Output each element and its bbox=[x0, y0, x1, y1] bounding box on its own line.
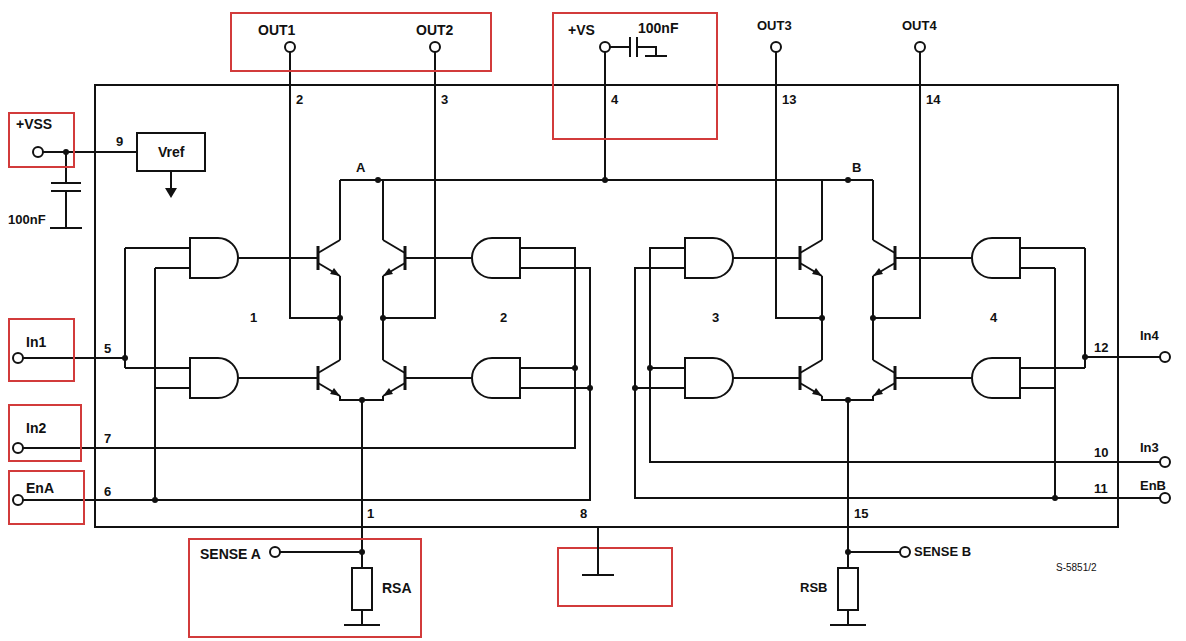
highlight-box: +VSS bbox=[8, 112, 75, 168]
pin-number: 4 bbox=[611, 92, 618, 107]
terminal-label: OUT1 bbox=[258, 22, 295, 38]
pin-number: 14 bbox=[926, 92, 940, 107]
pin-number: 7 bbox=[104, 431, 111, 446]
terminal bbox=[13, 42, 1170, 557]
pin-number: 13 bbox=[782, 92, 796, 107]
pin-number: 1 bbox=[250, 310, 257, 325]
junction-dot bbox=[63, 149, 1088, 555]
pin-number: 8 bbox=[580, 506, 587, 521]
highlight-box: In1 bbox=[8, 318, 75, 382]
resistor-symbol bbox=[352, 568, 858, 610]
signal-label: OUT3 bbox=[757, 18, 792, 33]
terminal-label: In1 bbox=[26, 334, 46, 350]
supply-wire bbox=[75, 151, 136, 153]
pin-number: 3 bbox=[712, 310, 719, 325]
pin-number: 12 bbox=[1094, 340, 1108, 355]
terminal-label: In2 bbox=[26, 420, 46, 436]
pin-number: 6 bbox=[104, 484, 111, 499]
pin-number: 9 bbox=[116, 134, 123, 149]
pin-number: 10 bbox=[1094, 445, 1108, 460]
signal-label: OUT4 bbox=[902, 18, 937, 33]
highlight-box: EnA bbox=[8, 470, 85, 525]
terminal-label: EnA bbox=[26, 480, 54, 496]
pin-number: 15 bbox=[854, 506, 868, 521]
signal-label: EnB bbox=[1140, 478, 1166, 493]
signal-label: RSB bbox=[800, 580, 827, 595]
highlight-box: OUT1 OUT2 bbox=[230, 12, 492, 72]
signal-label: S-5851/2 bbox=[1056, 560, 1097, 575]
pin-number: 5 bbox=[104, 341, 111, 356]
signal-label: In4 bbox=[1140, 328, 1159, 343]
pin-number: 2 bbox=[296, 92, 303, 107]
chip-outline bbox=[95, 85, 1118, 527]
pin-number: 3 bbox=[441, 92, 448, 107]
highlight-box bbox=[558, 548, 672, 606]
signal-label: SENSE B bbox=[914, 544, 971, 559]
terminal-label: Vref bbox=[158, 144, 184, 160]
and-gate bbox=[190, 238, 1020, 398]
highlight-box: SENSE A RSA bbox=[188, 538, 422, 638]
signal-label: 100nF bbox=[8, 212, 46, 227]
terminal-label: +VSS bbox=[16, 116, 52, 132]
node-label: A bbox=[356, 160, 365, 175]
terminal-label: +VS bbox=[568, 22, 595, 38]
transistor-symbol bbox=[318, 240, 895, 396]
highlight-box: +VS 100nF bbox=[552, 12, 718, 140]
pin-number: 4 bbox=[990, 310, 997, 325]
terminal-label: OUT2 bbox=[416, 22, 453, 38]
terminal-label: SENSE A bbox=[200, 546, 261, 562]
signal-label: In3 bbox=[1140, 440, 1159, 455]
terminal-label: RSA bbox=[382, 580, 412, 596]
pin-number: 2 bbox=[500, 310, 507, 325]
arrow-head bbox=[165, 188, 177, 198]
pin-number: 1 bbox=[367, 506, 374, 521]
terminal-label: 100nF bbox=[638, 20, 678, 36]
highlight-box: In2 bbox=[8, 404, 82, 462]
wire bbox=[23, 37, 1160, 625]
node-label: B bbox=[852, 160, 861, 175]
pin-number: 11 bbox=[1094, 481, 1108, 496]
reference-block: Vref bbox=[136, 132, 206, 172]
